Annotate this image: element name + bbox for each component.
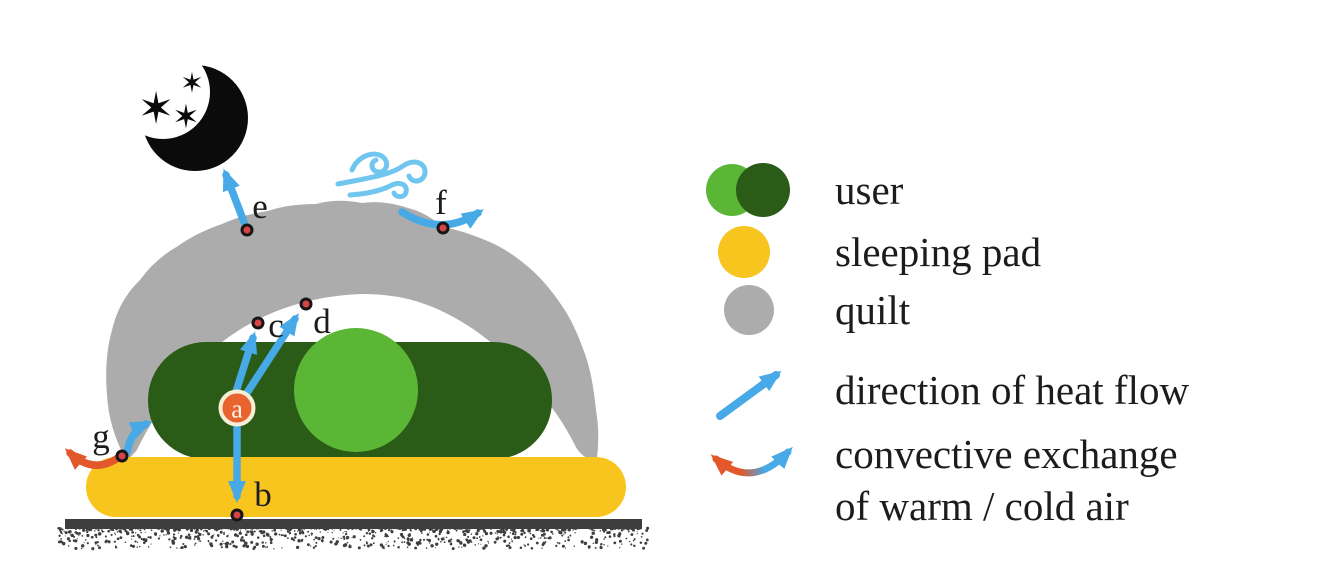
legend-item-quilt: quilt <box>724 285 911 335</box>
heat-flow-swatch-arrow <box>716 370 782 420</box>
ground-strip <box>65 519 642 529</box>
point-e-marker <box>240 223 254 237</box>
user-head-shape <box>294 328 418 452</box>
point-labels: b c d e f g <box>92 183 447 514</box>
point-a-circle <box>218 389 256 427</box>
point-f-marker <box>436 221 450 235</box>
ground-speckle <box>57 526 650 551</box>
point-c-marker <box>251 316 265 330</box>
legend-item-sleeping-pad: sleeping pad <box>718 226 1041 278</box>
legend-item-convective: convective exchange of warm / cold air <box>710 431 1178 529</box>
point-d-label: d <box>313 302 331 341</box>
stars-icon: ✶ ✶ ✶ <box>138 69 204 137</box>
legend-pad-label: sleeping pad <box>835 229 1041 275</box>
legend: user sleeping pad quilt direction of hea… <box>706 163 1189 529</box>
legend-heat-flow-label: direction of heat flow <box>835 367 1189 413</box>
point-a-label: a <box>231 395 243 424</box>
svg-text:✶: ✶ <box>172 100 200 136</box>
point-e-label: e <box>252 187 268 226</box>
arrow-g-orange <box>64 448 122 470</box>
legend-item-user: user <box>706 163 904 217</box>
point-f-label: f <box>435 183 447 222</box>
convective-swatch-arrow <box>710 446 793 477</box>
point-d-marker <box>299 297 313 311</box>
sleeping-pad-shape <box>86 457 626 517</box>
arrow-a-to-d <box>239 313 299 403</box>
moon-and-stars: ✶ ✶ ✶ <box>138 65 248 171</box>
legend-convective-label-line1: convective exchange <box>835 431 1178 477</box>
moon-icon <box>142 65 248 171</box>
point-a: a <box>218 389 256 427</box>
legend-convective-label-line2: of warm / cold air <box>835 483 1129 529</box>
quilt-shape <box>106 200 599 461</box>
arrow-a-to-c <box>230 331 258 402</box>
legend-quilt-label: quilt <box>835 287 911 333</box>
wind-icon <box>335 151 428 200</box>
point-g-marker <box>115 449 129 463</box>
point-c-label: c <box>268 306 284 345</box>
point-b-marker <box>230 508 244 522</box>
legend-item-heat-flow: direction of heat flow <box>716 367 1189 420</box>
legend-user-label: user <box>835 167 904 213</box>
user-body-swatch <box>736 163 790 217</box>
arrow-g-blue <box>123 420 153 456</box>
point-b-label: b <box>254 475 272 514</box>
svg-text:✶: ✶ <box>180 69 203 100</box>
arrow-e-radiation <box>222 168 248 226</box>
sleeping-pad-swatch <box>718 226 770 278</box>
point-markers <box>115 221 450 522</box>
svg-text:✶: ✶ <box>138 85 175 134</box>
point-g-label: g <box>92 417 110 456</box>
ground <box>57 519 650 551</box>
quilt-swatch <box>724 285 774 335</box>
